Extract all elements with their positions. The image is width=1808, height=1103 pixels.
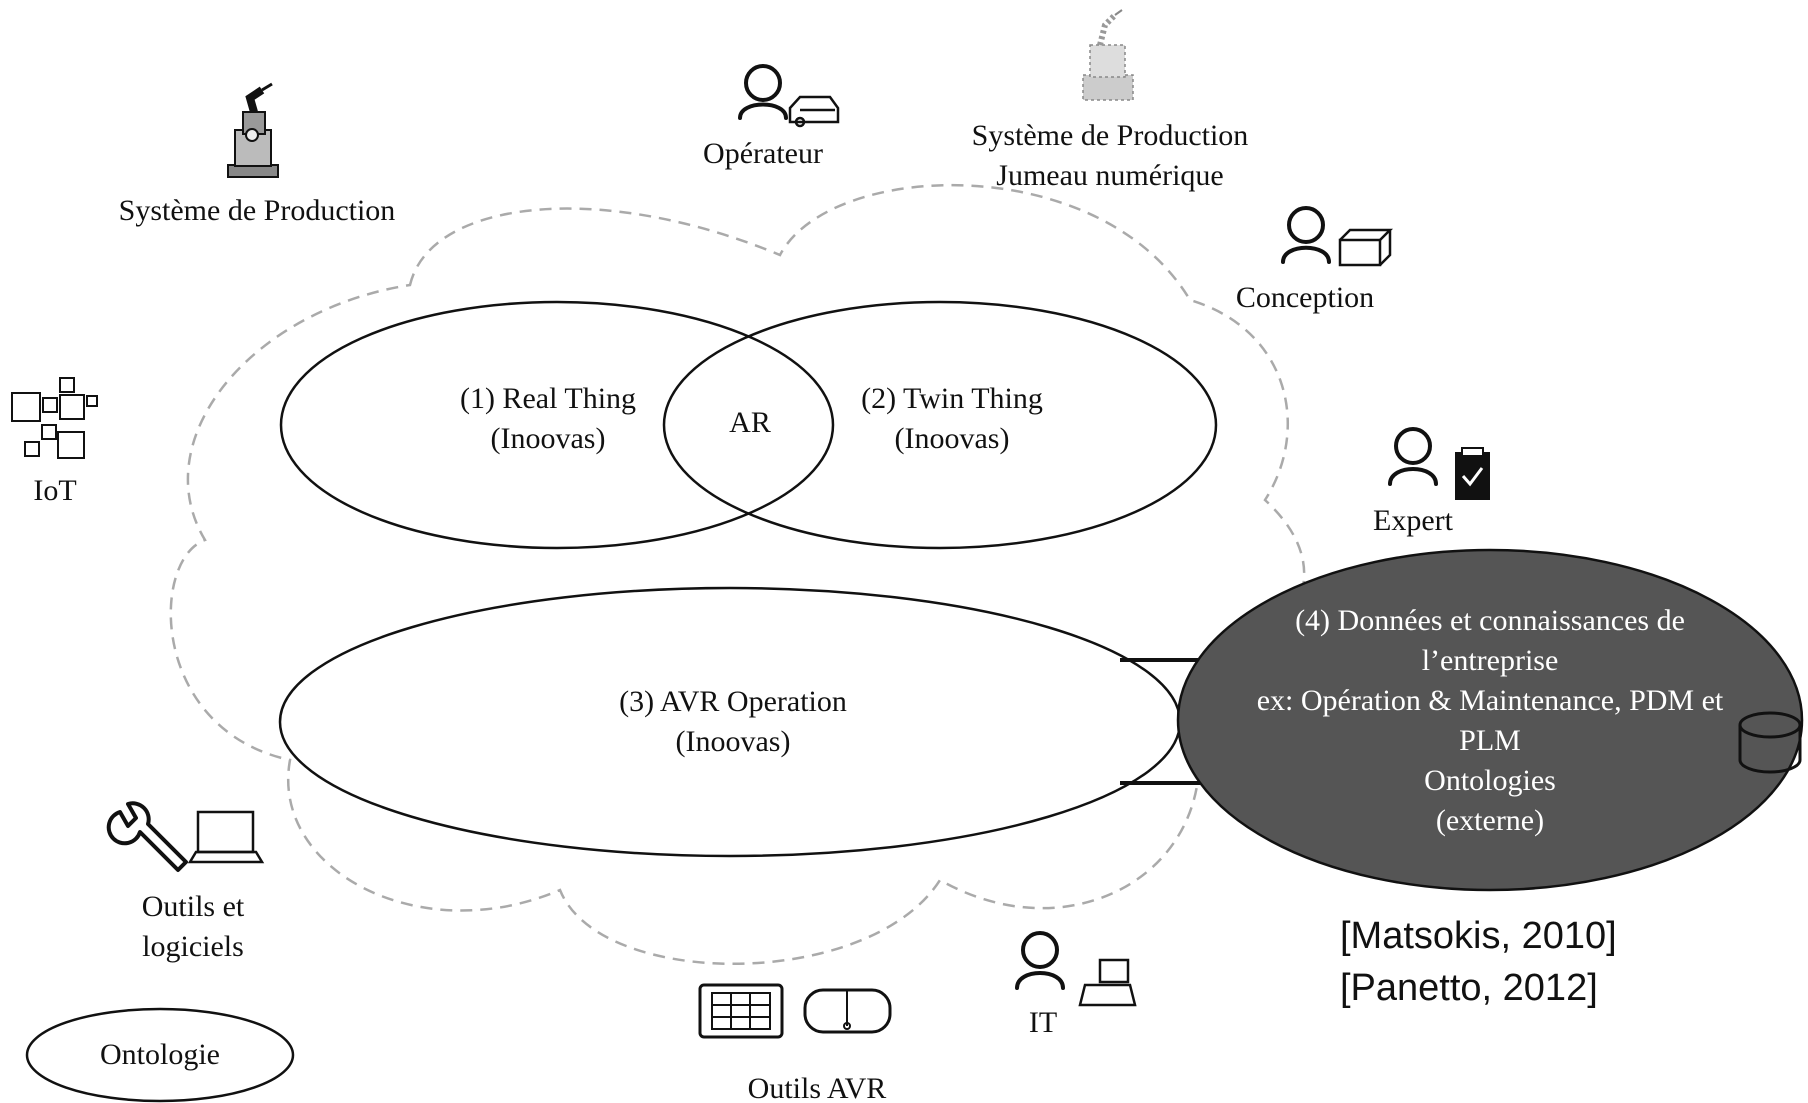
reference-panetto: [Panetto, 2012] bbox=[1340, 967, 1598, 1009]
expert-label: Expert bbox=[1373, 504, 1454, 537]
wrench-laptop-icon bbox=[106, 801, 265, 872]
donnees-line3: ex: Opération & Maintenance, PDM et bbox=[1257, 684, 1724, 717]
it-label: IT bbox=[1029, 1006, 1057, 1039]
donnees-line2: l’entreprise bbox=[1422, 644, 1559, 677]
avr-line1: (3) AVR Operation bbox=[619, 685, 847, 718]
ar-label: AR bbox=[729, 406, 771, 439]
donnees-line5: Ontologies bbox=[1424, 764, 1556, 797]
real-thing-ellipse bbox=[279, 300, 835, 550]
ontologie-ellipse bbox=[25, 1007, 295, 1103]
industrial-robot-icon bbox=[227, 82, 279, 178]
systeme-production-label: Système de Production bbox=[119, 194, 396, 227]
digital-twin-robot-icon bbox=[1082, 9, 1134, 101]
outils-logiciels-line1: Outils et bbox=[142, 890, 245, 923]
jumeau-line1: Système de Production bbox=[972, 119, 1249, 152]
conception-icon bbox=[1281, 206, 1394, 267]
outils-avr-label: Outils AVR bbox=[748, 1072, 887, 1103]
real-thing-line2: (Inoovas) bbox=[491, 422, 606, 455]
conception-label: Conception bbox=[1236, 281, 1374, 314]
real-thing-line1: (1) Real Thing bbox=[460, 382, 636, 415]
donnees-ellipse bbox=[1176, 548, 1804, 892]
operateur-icon bbox=[738, 64, 840, 128]
cloud-boundary bbox=[169, 183, 1306, 966]
jumeau-line2: Jumeau numérique bbox=[996, 159, 1223, 192]
iot-label: IoT bbox=[33, 474, 76, 507]
donnees-line1: (4) Données et connaissances de bbox=[1295, 604, 1685, 637]
ontologie-label: Ontologie bbox=[100, 1038, 220, 1071]
iot-icon bbox=[11, 377, 98, 459]
twin-thing-line2: (Inoovas) bbox=[895, 422, 1010, 455]
database-icon bbox=[1738, 711, 1802, 774]
donnees-line6: (externe) bbox=[1436, 804, 1544, 837]
operateur-label: Opérateur bbox=[703, 137, 823, 170]
outils-logiciels-line2: logiciels bbox=[142, 930, 244, 963]
it-icon bbox=[1015, 931, 1137, 1007]
avr-line2: (Inoovas) bbox=[676, 725, 791, 758]
twin-thing-line1: (2) Twin Thing bbox=[861, 382, 1043, 415]
reference-matsokis: [Matsokis, 2010] bbox=[1340, 915, 1617, 957]
expert-icon bbox=[1388, 427, 1490, 500]
donnees-line4: PLM bbox=[1459, 724, 1521, 757]
avr-tools-icon bbox=[698, 983, 892, 1039]
avr-operation-ellipse bbox=[278, 586, 1182, 858]
twin-thing-ellipse bbox=[662, 300, 1218, 550]
